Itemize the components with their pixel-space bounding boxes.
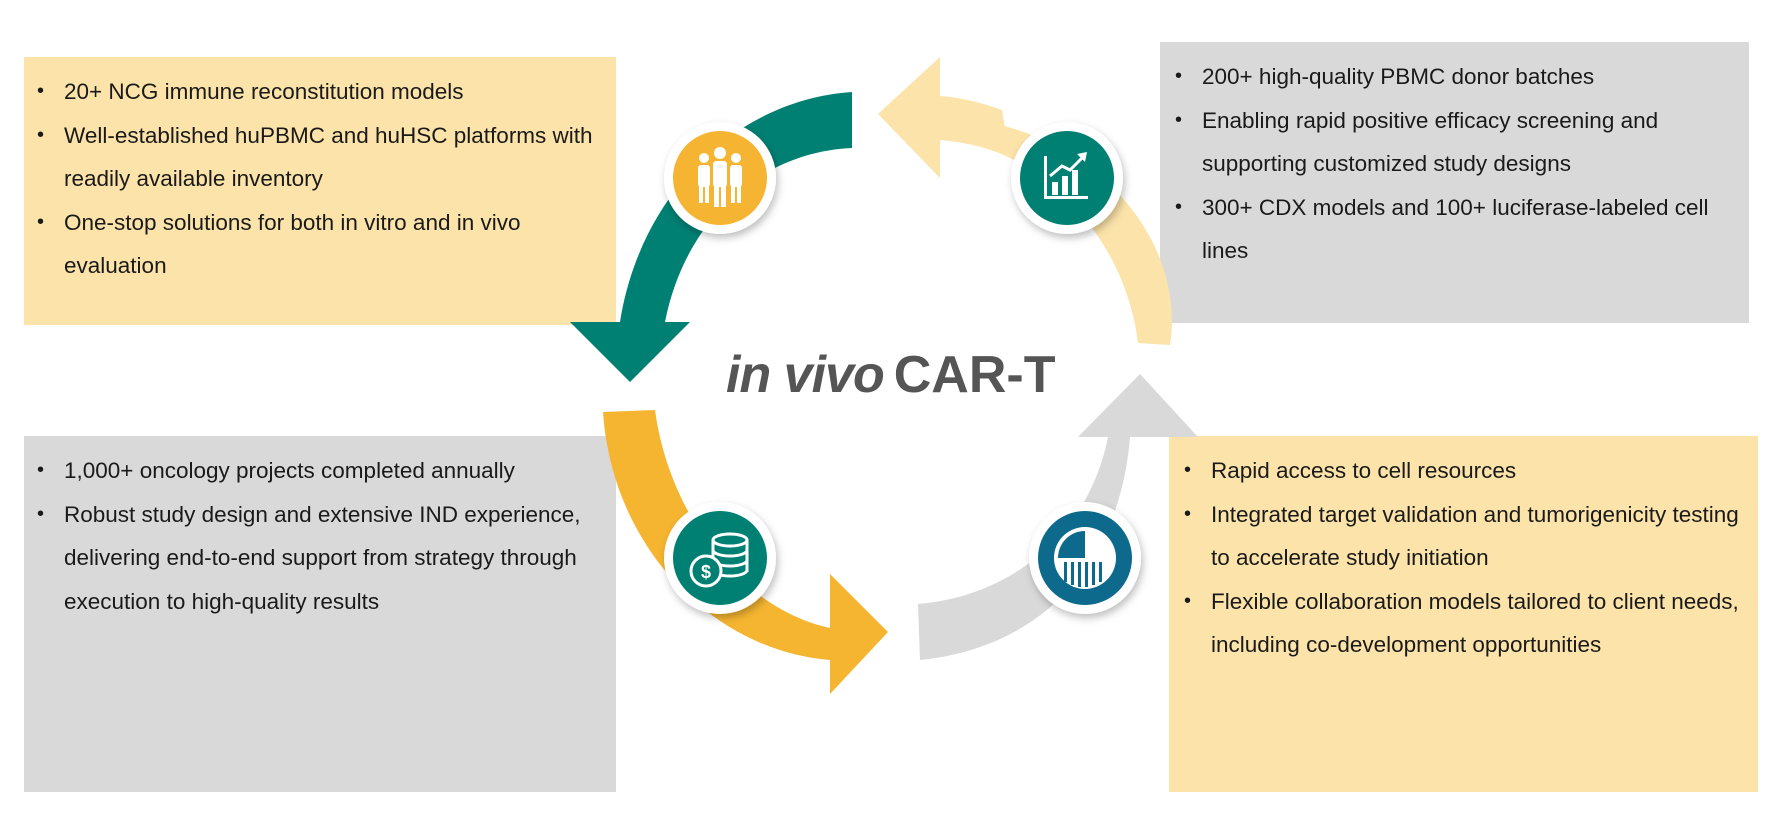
list-item: One-stop solutions for both in vitro and… bbox=[37, 201, 616, 288]
panel-top-left: 20+ NCG immune reconstitution models Wel… bbox=[24, 57, 616, 325]
arrow-teal bbox=[570, 92, 852, 382]
growth-chart-icon bbox=[1011, 122, 1123, 234]
title-italic: in vivo bbox=[726, 346, 885, 404]
pie-chart-icon bbox=[1029, 502, 1141, 614]
arrow-light-gold bbox=[878, 57, 1172, 345]
panel-top-left-list: 20+ NCG immune reconstitution models Wel… bbox=[24, 70, 616, 288]
panel-bottom-right: Rapid access to cell resources Integrate… bbox=[1169, 436, 1758, 792]
arrow-gray bbox=[918, 374, 1198, 660]
panel-top-right: 200+ high-quality PBMC donor batches Ena… bbox=[1160, 42, 1749, 323]
list-item: 300+ CDX models and 100+ luciferase-labe… bbox=[1175, 186, 1749, 273]
list-item: Robust study design and extensive IND ex… bbox=[37, 493, 616, 624]
panel-bottom-right-list: Rapid access to cell resources Integrate… bbox=[1169, 449, 1758, 667]
coin-stack-icon: $ bbox=[664, 502, 776, 614]
svg-text:$: $ bbox=[701, 562, 711, 582]
list-item: 1,000+ oncology projects completed annua… bbox=[37, 449, 616, 493]
cycle-diagram: $ bbox=[570, 57, 1198, 694]
people-group-icon bbox=[664, 122, 776, 234]
list-item: Enabling rapid positive efficacy screeni… bbox=[1175, 99, 1749, 186]
list-item: Integrated target validation and tumorig… bbox=[1184, 493, 1758, 580]
list-item: 200+ high-quality PBMC donor batches bbox=[1175, 55, 1749, 99]
list-item: 20+ NCG immune reconstitution models bbox=[37, 70, 616, 114]
panel-bottom-left-list: 1,000+ oncology projects completed annua… bbox=[24, 449, 616, 623]
list-item: Rapid access to cell resources bbox=[1184, 449, 1758, 493]
list-item: Well-established huPBMC and huHSC platfo… bbox=[37, 114, 616, 201]
panel-top-right-list: 200+ high-quality PBMC donor batches Ena… bbox=[1160, 55, 1749, 273]
arrow-gold bbox=[603, 410, 888, 694]
title-rest: CAR-T bbox=[893, 346, 1056, 404]
panel-bottom-left: 1,000+ oncology projects completed annua… bbox=[24, 436, 616, 792]
list-item: Flexible collaboration models tailored t… bbox=[1184, 580, 1758, 667]
